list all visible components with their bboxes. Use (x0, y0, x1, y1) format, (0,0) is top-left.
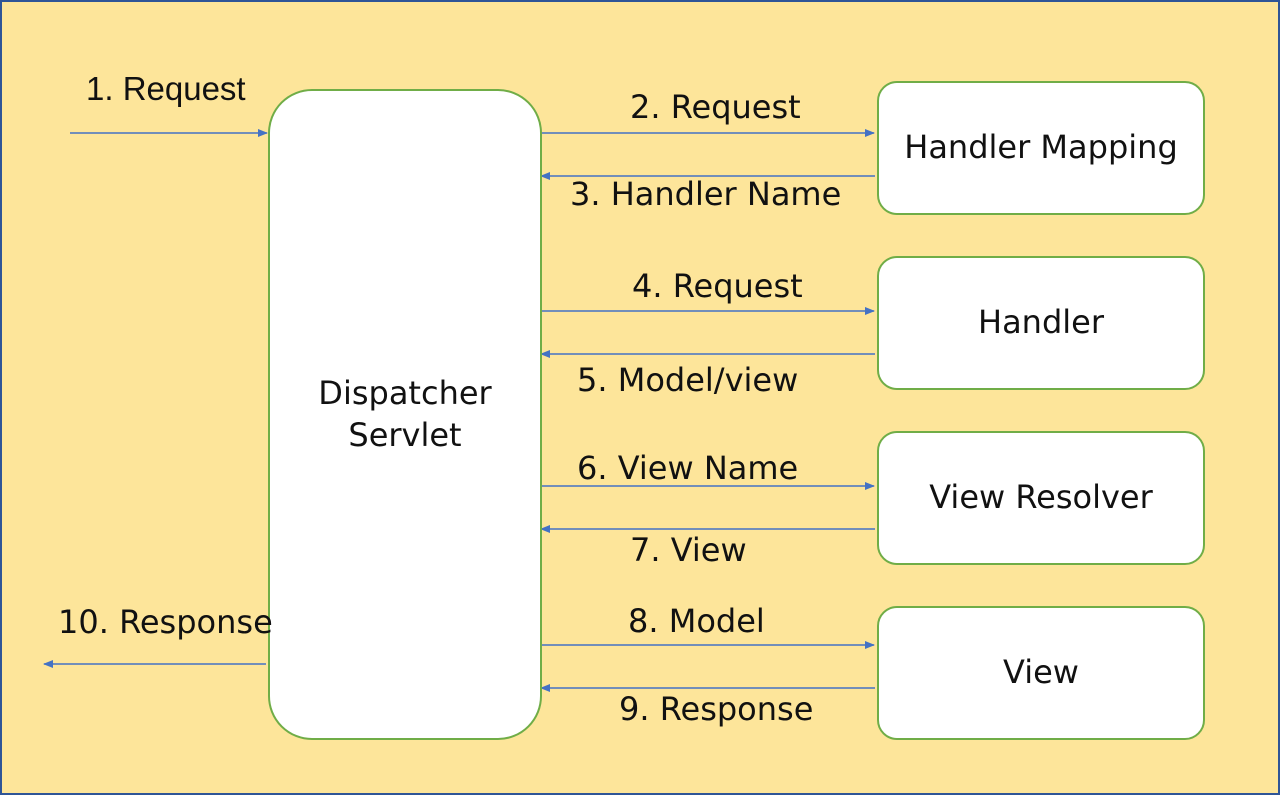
step-2-label: 2. Request (630, 88, 801, 126)
step-6-label: 6. View Name (577, 449, 799, 487)
step-10-label: 10. Response (58, 603, 273, 641)
step-9-label: 9. Response (619, 690, 814, 728)
dispatcher-label-line1: Dispatcher (318, 373, 492, 412)
view-label: View (1003, 653, 1079, 692)
dispatcher-label-line2: Servlet (348, 415, 462, 454)
step-7-label: 7. View (630, 531, 747, 569)
view-box: View (877, 606, 1205, 740)
view-resolver-label: View Resolver (929, 478, 1153, 517)
view-resolver-box: View Resolver (877, 431, 1205, 565)
step-5-label: 5. Model/view (577, 361, 799, 399)
step-8-label: 8. Model (628, 602, 765, 640)
handler-box: Handler (877, 256, 1205, 390)
step-4-label: 4. Request (632, 267, 803, 305)
step-1-label: 1. Request (86, 70, 246, 107)
handler-label: Handler (978, 303, 1104, 342)
handler-mapping-box: Handler Mapping (877, 81, 1205, 215)
handler-mapping-label: Handler Mapping (904, 128, 1178, 167)
step-3-label: 3. Handler Name (570, 175, 842, 213)
dispatcher-servlet-box: Dispatcher Servlet (268, 89, 542, 740)
